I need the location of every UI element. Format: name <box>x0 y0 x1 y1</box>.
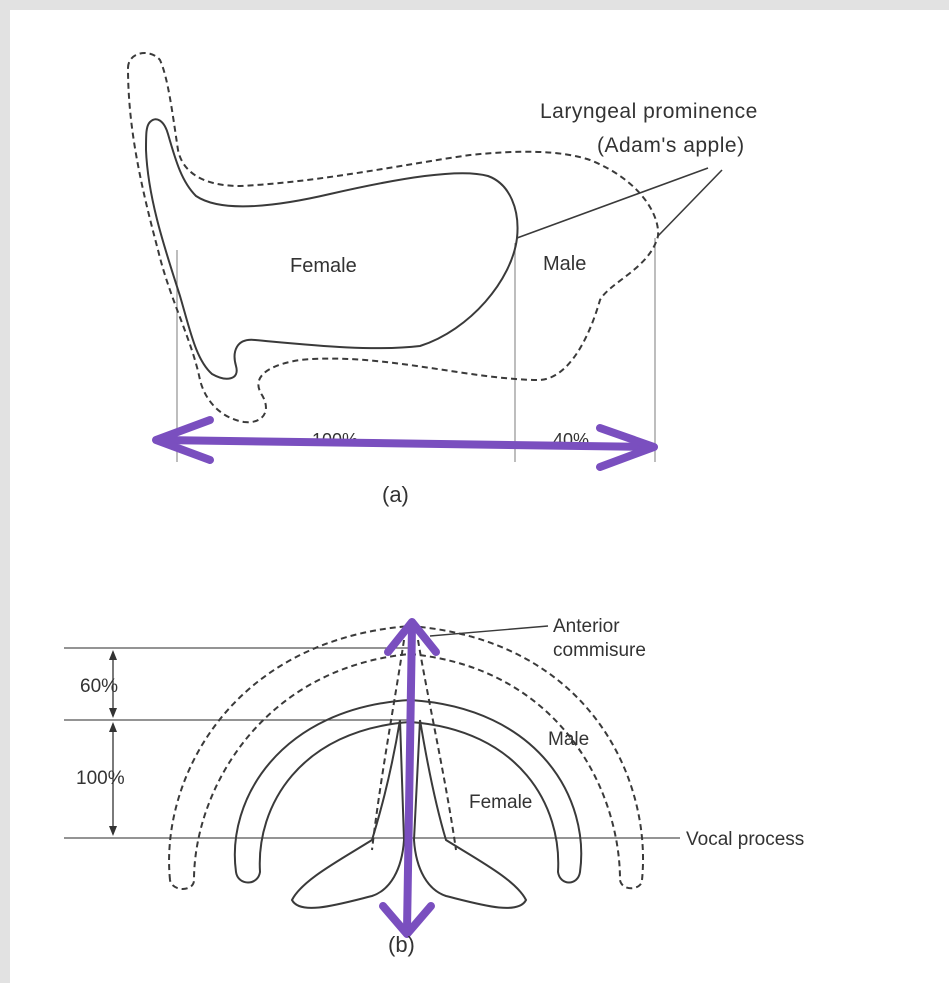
panel-b: 60% 100% Anterior commisure Male Female … <box>64 616 804 957</box>
male-vocal-fold-left <box>372 640 404 850</box>
label-male-a: Male <box>543 253 586 275</box>
label-commisure: commisure <box>553 640 646 661</box>
caption-b: (b) <box>388 932 415 957</box>
label-laryngeal-prominence: Laryngeal prominence <box>540 100 758 123</box>
horizontal-measure-arrow <box>156 420 654 467</box>
vertical-measure-arrow <box>383 622 436 934</box>
label-male-b: Male <box>548 729 589 750</box>
label-vocal-process: Vocal process <box>686 829 804 850</box>
pointer-line-female <box>517 168 708 238</box>
pointer-line-anterior <box>430 626 548 636</box>
label-100-percent-b: 100% <box>76 768 125 789</box>
label-60-percent: 60% <box>80 676 118 697</box>
label-female-a: Female <box>290 255 357 277</box>
label-female-b: Female <box>469 792 532 813</box>
panel-a: Laryngeal prominence (Adam's apple) Fema… <box>128 53 758 507</box>
caption-a: (a) <box>382 482 409 507</box>
pointer-line-male <box>658 170 722 236</box>
label-anterior: Anterior <box>553 616 620 637</box>
female-thyroid-outline <box>146 119 518 378</box>
arytenoid-left <box>292 720 404 908</box>
arytenoid-right <box>414 720 526 908</box>
label-adams-apple: (Adam's apple) <box>597 134 745 157</box>
